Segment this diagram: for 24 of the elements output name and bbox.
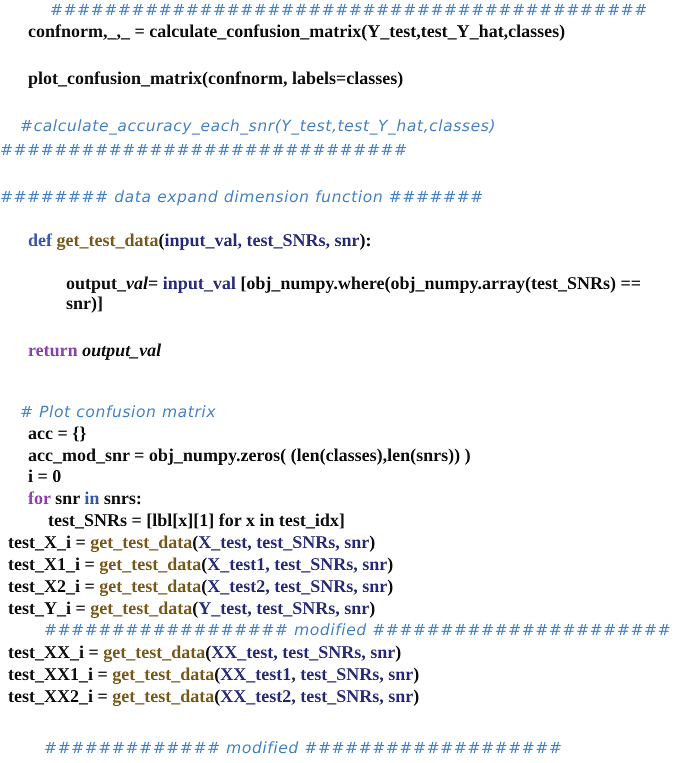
- code-line: test_XX2_i = get_test_data(XX_test2, test_SNRs, snr): [8, 686, 420, 706]
- code-line: test_XX1_i = get_test_data(XX_test1, test_SNRs, snr): [8, 664, 420, 684]
- code-comment: ##############################: [0, 140, 408, 160]
- code-line: test_Y_i = get_test_data(Y_test, test_SNRs, snr): [8, 598, 376, 618]
- code-line: acc = {}: [28, 423, 86, 443]
- code-comment: ################## modified ######################: [44, 620, 672, 640]
- code-line: output_val= input_val [obj_numpy.where(obj_numpy.array(test_SNRs) == snr)]: [66, 273, 642, 313]
- code-comment: ############################################: [50, 0, 648, 20]
- code-line: test_SNRs = [lbl[x][1] for x in test_idx]: [48, 510, 345, 530]
- code-line: test_X_i = get_test_data(X_test, test_SNRs, snr): [8, 532, 376, 552]
- code-line: return output_val: [28, 340, 162, 360]
- code-line: acc_mod_snr = obj_numpy.zeros( (len(classes),len(snrs)) ): [28, 445, 471, 465]
- code-comment: ######## data expand dimension function #######: [0, 187, 484, 207]
- code-comment: ############# modified ###################: [44, 738, 563, 758]
- code-line: test_XX_i = get_test_data(XX_test, test_SNRs, snr): [8, 642, 402, 662]
- code-line: plot_confusion_matrix(confnorm, labels=classes): [28, 68, 404, 88]
- code-comment: # Plot confusion matrix: [20, 402, 216, 422]
- code-line: test_X2_i = get_test_data(X_test2, test_SNRs, snr): [8, 576, 394, 596]
- code-line: for snr in snrs:: [28, 488, 142, 508]
- code-line: test_X1_i = get_test_data(X_test1, test_SNRs, snr): [8, 554, 394, 574]
- code-line: def get_test_data(input_val, test_SNRs, snr):: [28, 230, 372, 250]
- code-line: i = 0: [28, 466, 62, 486]
- code-comment: #calculate_accuracy_each_snr(Y_test,test_Y_hat,classes): [20, 116, 496, 136]
- code-line: confnorm,_,_ = calculate_confusion_matrix(Y_test,test_Y_hat,classes): [28, 21, 566, 41]
